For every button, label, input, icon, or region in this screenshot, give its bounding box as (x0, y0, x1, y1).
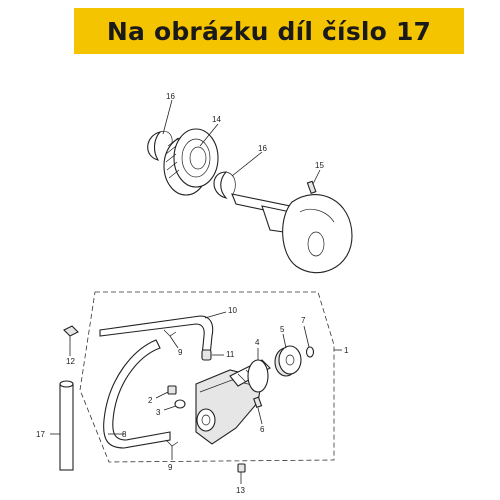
small-bolt (253, 396, 263, 425)
callout-11: 11 (226, 350, 235, 359)
washer (305, 346, 315, 358)
callout-1: 1 (344, 346, 349, 355)
callout-3: 3 (156, 408, 161, 417)
leader-7 (303, 325, 310, 348)
callout-9-upper: 9 (178, 348, 183, 357)
callout-9-lower: 9 (168, 463, 173, 472)
callout-10: 10 (228, 306, 237, 315)
lower-hose (103, 339, 171, 449)
callout-17: 17 (36, 430, 45, 439)
assembly-boundary (79, 291, 335, 463)
callout-7: 7 (301, 316, 306, 325)
bolt-part-2 (155, 385, 177, 399)
crankshaft (231, 193, 353, 274)
callout-14: 14 (212, 115, 221, 124)
pulley-housing (163, 128, 219, 196)
callout-6: 6 (260, 425, 265, 434)
callout-8: 8 (122, 430, 127, 439)
callout-16-b: 16 (258, 144, 267, 153)
callout-5: 5 (280, 325, 285, 334)
clip-lower (165, 439, 179, 460)
callout-15: 15 (315, 161, 324, 170)
washer-part-3 (163, 399, 186, 411)
tube-part-17 (59, 380, 74, 471)
drain-bolt (237, 463, 246, 484)
callout-4: 4 (255, 338, 260, 347)
part-number-banner: Na obrázku díl číslo 17 (74, 8, 464, 54)
leader-lines-upper (162, 99, 321, 185)
impeller (274, 345, 302, 377)
leader-10 (204, 311, 227, 319)
callout-13: 13 (236, 486, 245, 495)
circlip-upper-right (213, 171, 236, 199)
hose-clamp (63, 325, 79, 356)
hose-fitting (201, 349, 212, 361)
clip-upper (163, 329, 179, 349)
o-ring (247, 359, 269, 393)
woodruff-key (306, 180, 317, 195)
callout-16-a: 16 (166, 92, 175, 101)
callout-2: 2 (148, 396, 153, 405)
leader-5 (282, 333, 287, 349)
callout-12: 12 (66, 357, 75, 366)
banner-title: Na obrázku díl číslo 17 (106, 16, 432, 46)
